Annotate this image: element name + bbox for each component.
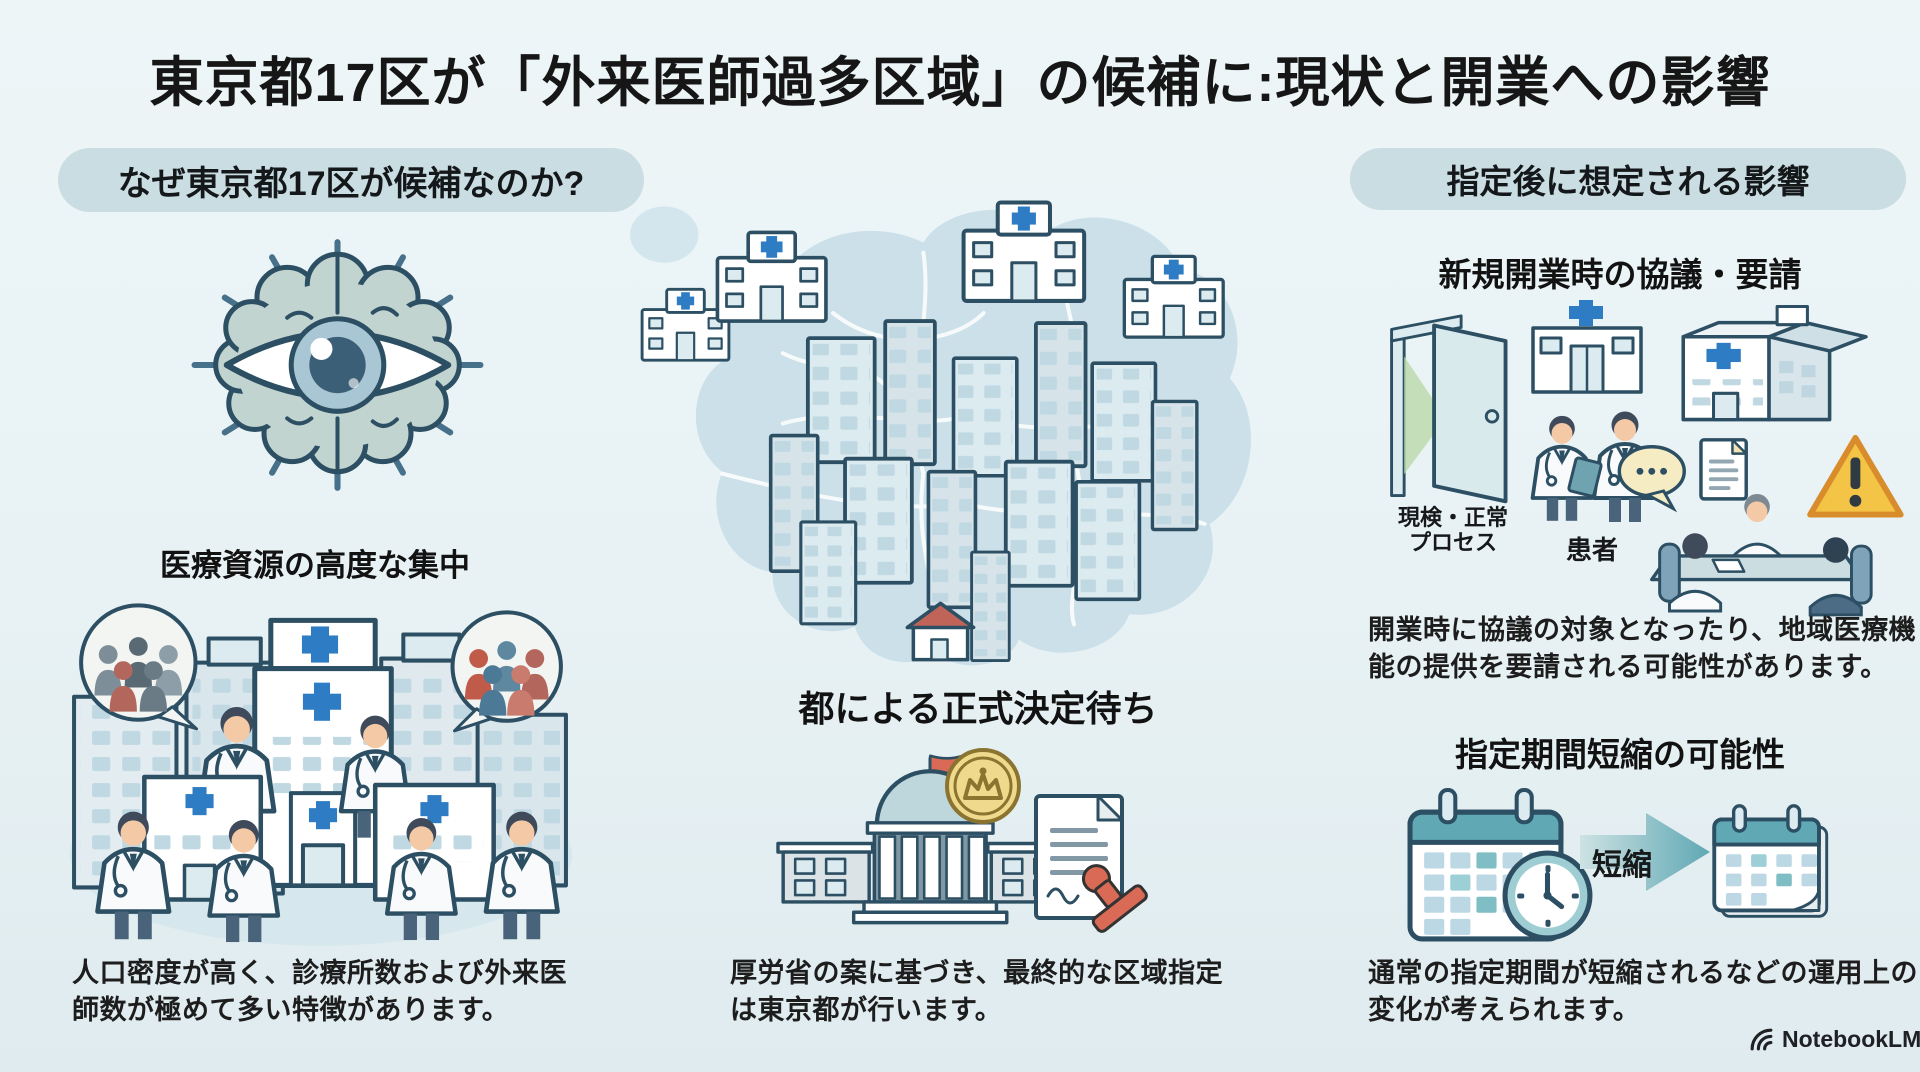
meeting-person-left xyxy=(1658,533,1723,613)
shortening-subheading: 指定期間短縮の可能性 xyxy=(1455,736,1785,773)
hospital-building-icon xyxy=(1681,304,1868,422)
clinic-icon xyxy=(1531,300,1643,394)
crowd-bubble-right xyxy=(450,610,563,733)
notebooklm-brand-label: NotebookLM xyxy=(1782,1026,1920,1052)
left-section-header: なぜ東京都17区が候補なのか? xyxy=(58,148,644,212)
patients-label: 患者 xyxy=(1565,535,1618,565)
notebooklm-brand: NotebookLM xyxy=(1748,1026,1920,1053)
clock-icon xyxy=(1502,850,1593,941)
shorten-arrow-icon xyxy=(1580,813,1710,891)
meeting-person-right xyxy=(1808,537,1873,617)
consultation-meeting-icon xyxy=(1617,434,1904,617)
decision-body: 厚労省の案に基づき、最終的な区域指定は東京都が行います。 xyxy=(730,958,1224,1026)
notebooklm-logo-icon xyxy=(1750,1028,1773,1051)
government-building-stamp-illustration xyxy=(776,748,1148,933)
shortening-body: 通常の指定期間が短縮されるなどの運用上の変化が考えられます。 xyxy=(1368,958,1918,1026)
meeting-person-far xyxy=(1731,493,1783,564)
left-header-label: なぜ東京都17区が候補なのか? xyxy=(117,164,585,203)
shorten-arrow-label: 短縮 xyxy=(1592,849,1652,882)
small-calendar-icon xyxy=(1712,804,1829,918)
door-label-line1: 現検・正常 xyxy=(1397,505,1508,530)
right-header-label: 指定後に想定される影響 xyxy=(1446,163,1810,200)
seal-coin-icon xyxy=(945,748,1021,824)
concentration-subheading: 医療資源の高度な集中 xyxy=(160,548,470,583)
stamped-document-icon xyxy=(1034,794,1148,933)
doctors-pair-icon xyxy=(1530,409,1658,524)
document-icon xyxy=(1699,438,1748,501)
warning-icon xyxy=(1807,434,1904,518)
concentration-body: 人口密度が高く、診療所数および外来医師数が極めて多い特徴があります。 xyxy=(72,958,567,1026)
open-door-icon xyxy=(1390,314,1508,504)
hospital-doctors-cluster-illustration xyxy=(70,603,572,946)
crowd-bubble-left xyxy=(79,603,199,731)
consultation-subheading: 新規開業時の協議・要請 xyxy=(1438,256,1802,293)
tokyo-ward-map-illustration xyxy=(630,172,1251,666)
door-label-line2: プロセス xyxy=(1408,530,1497,556)
door-label: 現検・正常 プロセス xyxy=(1368,505,1538,556)
consultation-body: 開業時に協議の対象となったり、地域医療機能の提供を要請される可能性があります。 xyxy=(1368,615,1917,683)
speech-bubble-icon xyxy=(1617,445,1686,513)
decision-subheading: 都による正式決定待ち xyxy=(798,688,1158,729)
right-section-header: 指定後に想定される影響 xyxy=(1350,148,1906,210)
page-title: 東京都17区が「外来医師過多区域」の候補に:現状と開業への影響 xyxy=(149,53,1771,113)
brain-eye-icon xyxy=(191,239,484,491)
